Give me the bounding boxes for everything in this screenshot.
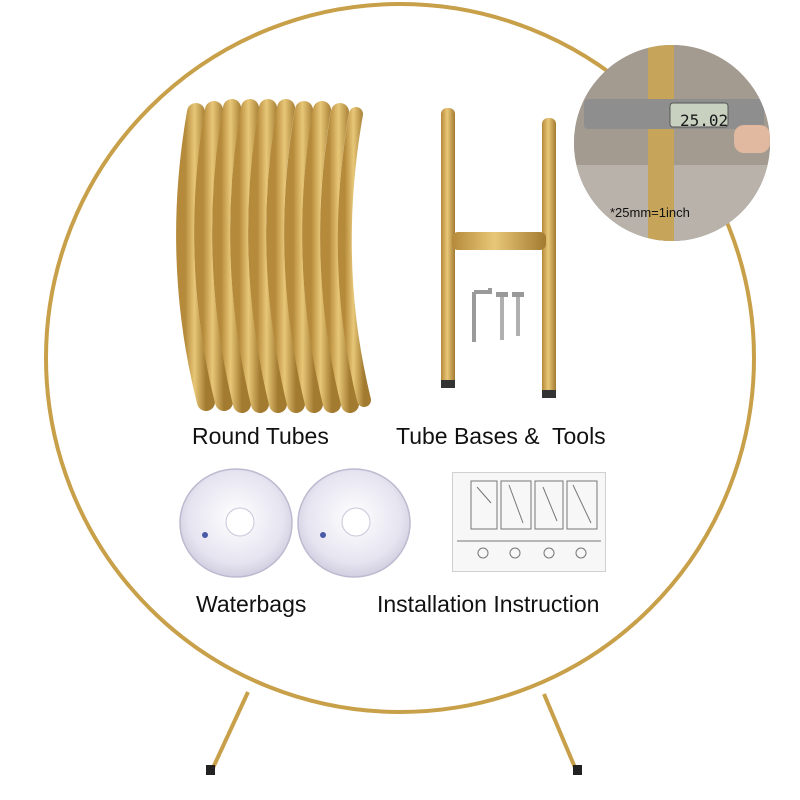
- arch-legs: [206, 691, 582, 775]
- label-waterbags: Waterbags: [196, 591, 307, 617]
- measurement-note: *25mm=1inch: [610, 205, 690, 220]
- label-installation: Installation Instruction: [377, 591, 600, 617]
- label-round-tubes: Round Tubes: [192, 423, 329, 449]
- round-tubes-bundle: [176, 99, 371, 413]
- caliper-photo: [574, 45, 770, 241]
- arch-ring: [44, 2, 756, 714]
- caliper-reading: 25.02: [680, 111, 729, 130]
- caliper-inset: 25.02 *25mm=1inch: [574, 45, 770, 241]
- instruction-sheet: [452, 472, 606, 572]
- tube-base: [441, 108, 556, 398]
- instruction-diagram: [457, 480, 601, 559]
- tools: [472, 288, 524, 342]
- waterbag-right: [297, 468, 411, 578]
- label-tube-bases: Tube Bases & Tools: [396, 423, 606, 449]
- waterbag-left: [179, 468, 293, 578]
